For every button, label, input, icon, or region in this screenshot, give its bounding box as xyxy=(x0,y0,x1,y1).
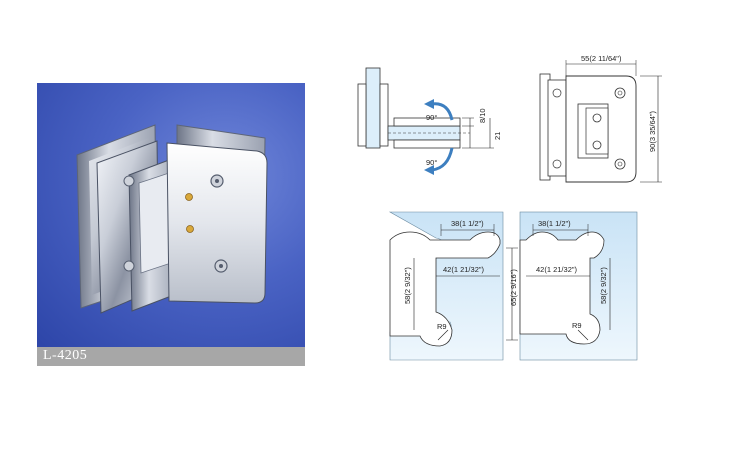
thickness-label: 8/10 xyxy=(478,108,487,123)
cutout-right: 38(1 1/2") 42(1 21/32") 58(2 9/32") R9 xyxy=(519,211,638,361)
angle-top: 90° xyxy=(426,113,437,122)
right-top-width-label: 38(1 1/2") xyxy=(538,219,571,228)
angle-bottom: 90° xyxy=(426,158,437,167)
hinge-illustration xyxy=(76,124,268,314)
model-bar: L-4205 xyxy=(37,347,305,366)
left-radius-label: R9 xyxy=(437,322,447,331)
right-height-label: 58(2 9/32") xyxy=(599,267,608,304)
left-top-width-label: 38(1 1/2") xyxy=(451,219,484,228)
left-depth-label: 42(1 21/32") xyxy=(443,265,485,274)
product-photo: L-4205 xyxy=(37,83,305,366)
left-height-label: 58(2 9/32") xyxy=(403,267,412,304)
front-height-label: 90(3 35/64") xyxy=(648,110,657,152)
side-view: 90° 90° 8/10 21 xyxy=(357,67,502,175)
right-depth-label: 42(1 21/32") xyxy=(536,265,578,274)
front-width-label: 55(2 11/64") xyxy=(581,54,622,63)
center-height-label: 65(2 9/16") xyxy=(509,269,518,306)
cutout-center-dimension: 65(2 9/16") xyxy=(506,247,518,341)
height-21-label: 21 xyxy=(493,132,502,140)
model-number: L-4205 xyxy=(43,348,88,363)
right-radius-label: R9 xyxy=(572,321,582,330)
cutout-left: 38(1 1/2") 42(1 21/32") 58(2 9/32") R9 xyxy=(388,211,504,361)
front-view: 55(2 11/64") 90(3 35/64") xyxy=(539,54,662,183)
